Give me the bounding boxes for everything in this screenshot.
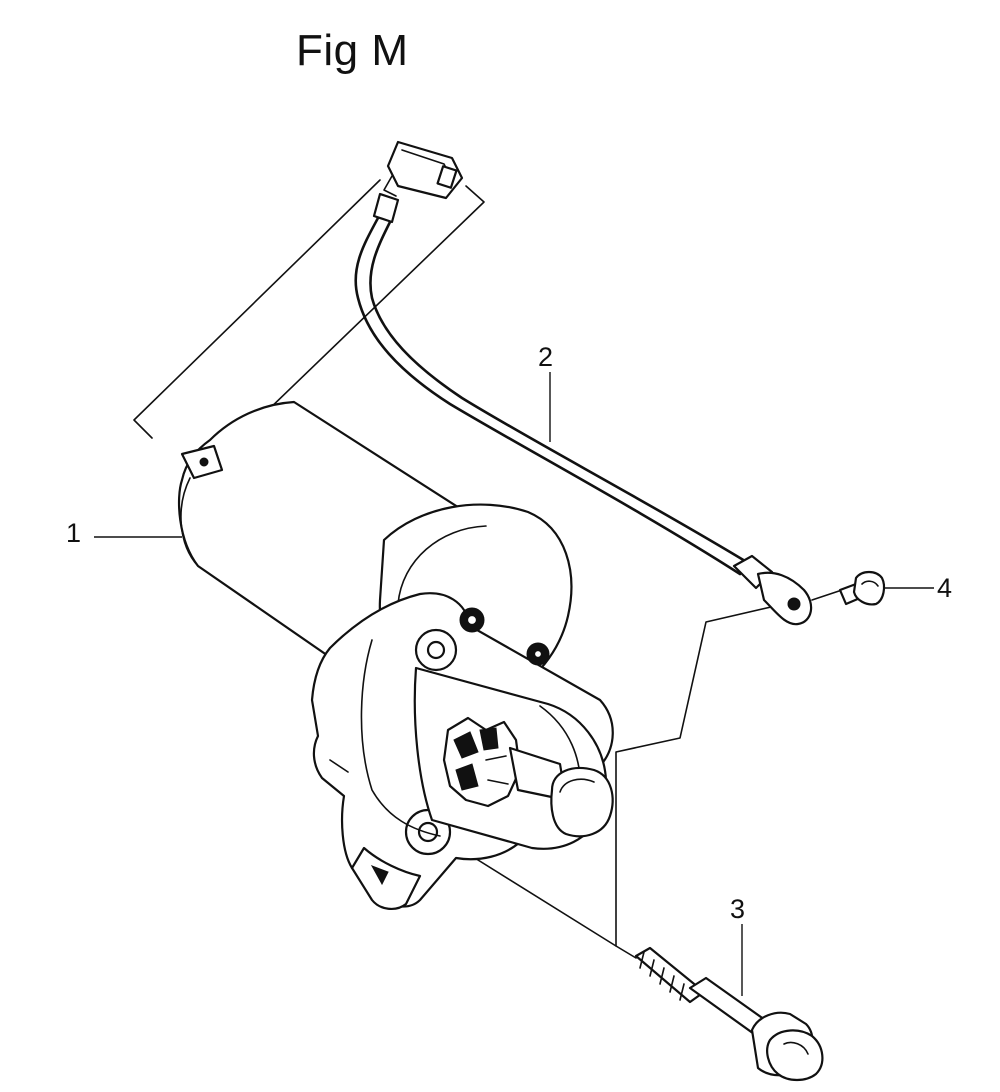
starter-motor	[177, 400, 614, 910]
assembly-guide-lines	[133, 179, 843, 959]
callout-2: 2	[538, 342, 554, 372]
callout-leaders	[94, 372, 934, 996]
callout-3: 3	[730, 894, 746, 924]
callout-1: 1	[66, 518, 82, 548]
callout-4: 4	[937, 573, 953, 603]
starter-cable	[354, 140, 813, 626]
cable-terminal-nut	[838, 570, 886, 606]
figure-title: Fig M	[296, 26, 409, 75]
flange-bolt	[634, 946, 824, 1082]
